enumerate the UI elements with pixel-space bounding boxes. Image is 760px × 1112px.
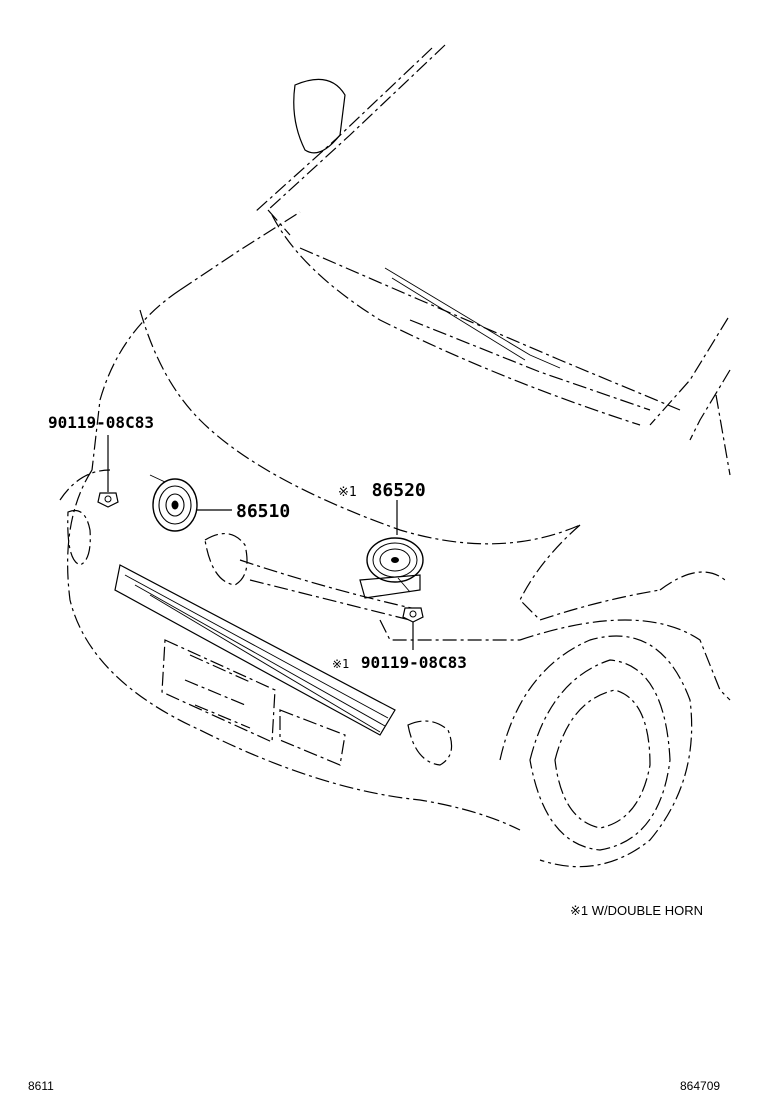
horn-low-graphic bbox=[149, 474, 232, 532]
double-horn-marker: ※1 bbox=[338, 485, 357, 500]
part-label-bolt-left[interactable]: 90119-08C83 bbox=[48, 413, 154, 432]
section-code: 8611 bbox=[28, 1079, 54, 1093]
double-horn-note: ※1 W/DOUBLE HORN bbox=[570, 903, 703, 918]
part-label-bolt-right[interactable]: ※1 90119-08C83 bbox=[332, 653, 467, 672]
double-horn-marker: ※1 bbox=[332, 657, 349, 671]
illustration-number: 864709 bbox=[680, 1079, 720, 1093]
bolt-left-graphic bbox=[97, 435, 119, 508]
part-label-horn-low[interactable]: 86510 bbox=[236, 501, 290, 522]
horn-high-graphic bbox=[359, 500, 424, 599]
part-label-horn-high[interactable]: ※1 86520 bbox=[338, 480, 426, 501]
vehicle-outline bbox=[59, 44, 731, 868]
bolt-right-graphic bbox=[402, 607, 424, 650]
